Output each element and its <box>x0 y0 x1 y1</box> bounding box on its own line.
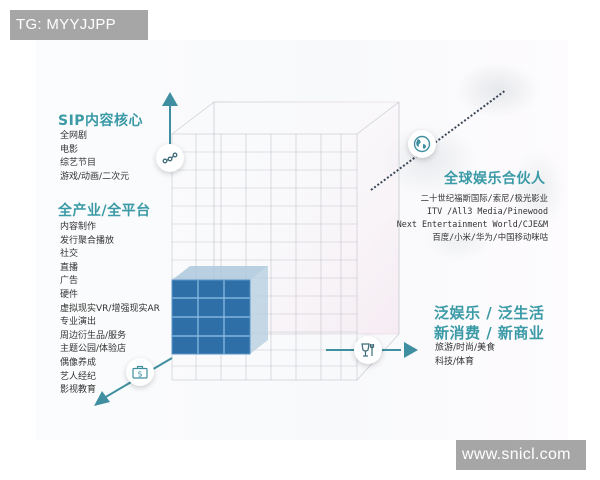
list-item: 偶像养成 <box>60 357 97 368</box>
list-item: 专业演出 <box>60 317 97 328</box>
full-industry-heading: 全产业/全平台 <box>58 203 151 219</box>
watermark-top: TG: MYYJJPP <box>10 10 148 40</box>
list-item: 内容制作 <box>60 222 97 232</box>
watermark-bottom: www.snicl.com <box>456 440 586 470</box>
list-item: 发行聚合播放 <box>60 235 115 246</box>
list-item: 硬件 <box>60 289 79 300</box>
full-industry-list: 内容制作 发行聚合播放 社交 直播 广告 硬件 虚拟现实VR/增强现实AR 专业… <box>60 221 160 398</box>
list-item: 社交 <box>60 249 79 260</box>
pan-entertainment-list: 旅游/时尚/美食 科技/体育 <box>435 342 495 369</box>
list-item: 科技/体育 <box>435 356 475 367</box>
pan-entertainment-heading-2: 新消费 / 新商业 <box>434 324 545 342</box>
list-item: 影视教育 <box>60 385 97 396</box>
list-item: 综艺节目 <box>60 158 97 169</box>
list-item: 广告 <box>60 276 79 287</box>
global-partners-heading: 全球娱乐合伙人 <box>444 171 546 187</box>
world-map-background <box>368 40 568 270</box>
diagram-canvas: $ SIP内容核心 全网剧 电影 综艺节目 游戏/动画/二次元 全产业/全平台 … <box>36 40 568 440</box>
globe-icon <box>408 130 436 158</box>
list-item: 百度/小米/华为/中国移动咪咕 <box>432 232 548 242</box>
network-nodes-icon <box>156 144 184 172</box>
list-item: Next Entertainment World/CJE&M <box>396 219 548 229</box>
money-briefcase-icon: $ <box>126 358 154 386</box>
list-item: ITV /All3 Media/Pinewood <box>426 206 548 216</box>
list-item: 电影 <box>60 144 79 155</box>
dining-glass-fork-icon <box>354 336 382 364</box>
list-item: 旅游/时尚/美食 <box>435 343 496 353</box>
list-item: 二十世纪福斯国际/索尼/极光影业 <box>420 193 548 203</box>
global-partners-list: 二十世纪福斯国际/索尼/极光影业 ITV /All3 Media/Pinewoo… <box>397 192 548 244</box>
cube-diagram <box>94 89 507 406</box>
list-item: 艺人经纪 <box>60 371 97 382</box>
list-item: 周边衍生品/服务 <box>60 330 127 341</box>
list-item: 游戏/动画/二次元 <box>60 171 130 182</box>
pan-entertainment-heading-1: 泛娱乐 / 泛生活 <box>434 304 545 322</box>
list-item: 虚拟现实VR/增强现实AR <box>60 303 160 314</box>
sip-core-list: 全网剧 电影 综艺节目 游戏/动画/二次元 <box>60 130 129 184</box>
list-item: 直播 <box>60 262 79 273</box>
list-item: 主题公园/体验店 <box>60 344 127 355</box>
svg-text:$: $ <box>137 370 142 379</box>
sip-core-heading: SIP内容核心 <box>58 113 144 129</box>
list-item: 全网剧 <box>60 131 88 141</box>
